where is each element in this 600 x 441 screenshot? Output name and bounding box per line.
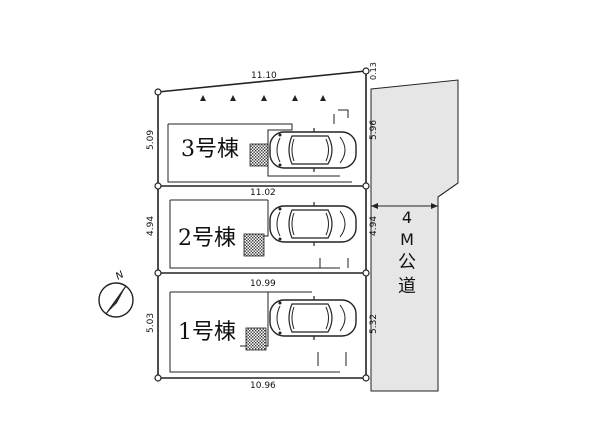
road-label-char-1: 公 — [398, 252, 416, 273]
building-1-outline — [169, 291, 347, 373]
triangle-markers — [200, 95, 326, 101]
car-icon — [269, 295, 357, 341]
lot-3-label: 3号棟 — [181, 137, 239, 162]
dim-boundary-2-1: 10.99 — [250, 279, 276, 289]
dim-top-right-small: 0.13 — [369, 62, 378, 80]
road-width-unit: M — [400, 230, 414, 249]
building-3-outline — [167, 109, 352, 183]
lot-2-label: 2号棟 — [178, 226, 236, 251]
dim-boundary-3-2: 11.02 — [250, 188, 276, 198]
dim-lot3-left: 5.09 — [146, 130, 156, 150]
hatch-box-2 — [243, 233, 265, 257]
triangle-marker-icon — [292, 95, 298, 101]
road-width-arrow — [371, 203, 438, 209]
north-arrow-icon: N — [98, 269, 134, 318]
dim-lot3-right: 5.96 — [369, 120, 379, 140]
vertex-markers — [154, 67, 370, 382]
car-icon — [269, 127, 357, 173]
dim-lot1-right: 5.32 — [369, 314, 379, 334]
road-width-number: 4 — [402, 208, 412, 227]
dim-bottom: 10.96 — [250, 381, 276, 391]
road-label-char-2: 道 — [398, 276, 416, 297]
dim-lot2-left: 4.94 — [146, 216, 156, 236]
triangle-marker-icon — [200, 95, 206, 101]
triangle-marker-icon — [261, 95, 267, 101]
triangle-marker-icon — [320, 95, 326, 101]
triangle-marker-icon — [230, 95, 236, 101]
car-icon — [269, 201, 357, 247]
dim-lot2-right: 4.94 — [369, 216, 379, 236]
north-label: N — [114, 269, 126, 283]
hatch-box-3 — [249, 143, 269, 167]
dim-top: 11.10 — [251, 71, 277, 81]
hatch-box-1 — [245, 327, 267, 351]
lot-1-label: 1号棟 — [178, 320, 236, 345]
dim-lot1-left: 5.03 — [146, 313, 156, 333]
